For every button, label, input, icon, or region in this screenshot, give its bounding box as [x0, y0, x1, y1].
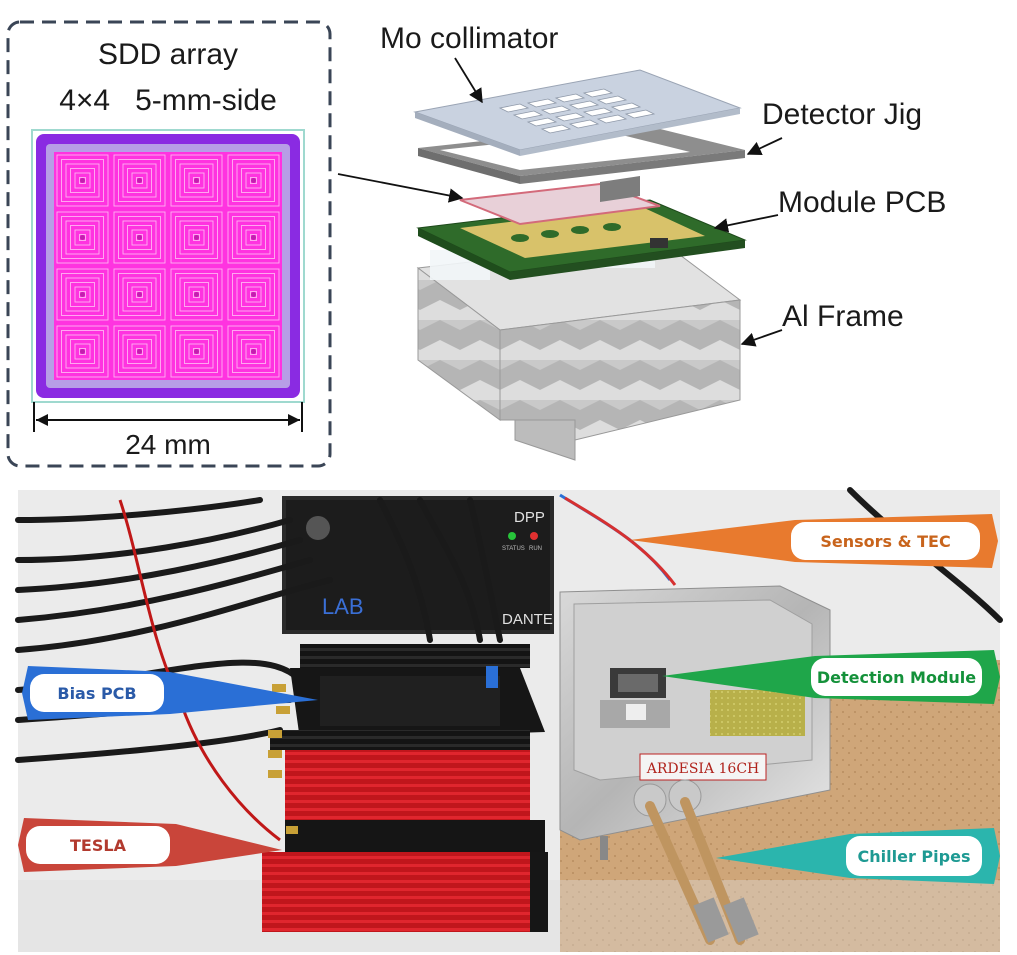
tesla-box	[262, 820, 548, 932]
detector-jig	[418, 124, 745, 202]
red-heatsink-upper	[285, 750, 530, 820]
callout-detection: Detection Module	[662, 650, 1000, 704]
callout-chiller: Chiller Pipes	[716, 828, 1000, 884]
callout-label-box	[26, 826, 170, 864]
collimator-hole	[540, 124, 572, 134]
label-al-frame: Al Frame	[782, 300, 904, 333]
rainbow-wire-2	[564, 496, 677, 586]
callout-sensors: Sensors & TEC	[630, 514, 998, 568]
callout-label-box	[30, 674, 164, 712]
dante-text: DANTE	[502, 611, 553, 628]
status-text: STATUS	[502, 546, 525, 552]
sdd-cell	[170, 325, 223, 378]
run-text: RUN	[529, 546, 542, 552]
sdd-cell	[56, 211, 109, 264]
chiller-pipes	[645, 797, 759, 945]
callout-label-box	[811, 658, 982, 696]
label-module-pcb: Module PCB	[778, 186, 946, 219]
sdd-cell	[170, 211, 223, 264]
ardesia-label: ARDESIA 16CH	[646, 761, 760, 777]
dante-dpp-box: DPP LAB DANTE STATUS RUN	[282, 496, 554, 634]
sdd-cell	[113, 325, 166, 378]
sdd-cell	[227, 211, 280, 264]
dashed-frame	[6, 20, 332, 468]
label-detector-jig: Detector Jig	[762, 98, 922, 131]
sdd-cell	[113, 268, 166, 321]
arrow-frame	[740, 329, 783, 347]
sma-connectors	[268, 684, 298, 834]
collimator-hole	[540, 105, 572, 115]
collimator-hole	[596, 95, 628, 105]
al-frame	[416, 238, 742, 461]
arrow-pcb	[713, 214, 779, 233]
collimator-hole	[512, 110, 544, 120]
bias-pcb-assembly	[270, 644, 545, 750]
collimator-hole	[596, 114, 628, 124]
collimator-hole	[610, 102, 642, 112]
collimator-holes	[498, 88, 656, 134]
sdd-cell	[113, 154, 166, 207]
lab-text: LAB	[322, 594, 364, 619]
collimator-hole	[526, 98, 558, 108]
sdd-cell	[56, 268, 109, 321]
dpp-text: DPP	[514, 509, 545, 526]
sdd-cell	[56, 325, 109, 378]
sdd-cell	[227, 154, 280, 207]
callout-label: Chiller Pipes	[858, 847, 971, 866]
callout-label-box	[846, 836, 982, 876]
mo-collimator	[413, 69, 742, 156]
dimension-arrow-right-head	[288, 414, 300, 426]
arrow-collimator	[454, 57, 483, 104]
callout-bias: Bias PCB	[22, 666, 318, 720]
collimator-hole	[554, 112, 586, 122]
arrow-jig	[746, 137, 783, 155]
sdd-cell	[56, 154, 109, 207]
dimension-arrow-left-head	[36, 414, 48, 426]
ardesia-box: ARDESIA 16CH	[559, 585, 831, 860]
collimator-hole	[568, 100, 600, 110]
module-pcb	[416, 199, 747, 280]
callout-label: Bias PCB	[57, 684, 136, 703]
sdd-title-line2: 4×4 5-mm-side	[59, 84, 277, 117]
collimator-hole	[568, 119, 600, 129]
exploded-view: Mo collimator Detector Jig Module PCB Al…	[337, 22, 946, 461]
sdd-array-panel: SDD array 4×4 5-mm-side 24 mm	[6, 20, 332, 468]
sdd-cell	[170, 268, 223, 321]
sdd-cell	[113, 211, 166, 264]
label-mo-collimator: Mo collimator	[380, 22, 558, 55]
collimator-hole	[624, 109, 656, 119]
callout-label: Detection Module	[817, 668, 976, 687]
sdd-cells	[56, 154, 280, 378]
sdd-cell	[227, 268, 280, 321]
arrow-chip-to-assembly	[337, 173, 464, 203]
ardesia-label-plate	[639, 753, 767, 781]
setup-photo: DPP LAB DANTE STATUS RUN	[15, 487, 1003, 952]
collimator-hole	[526, 117, 558, 127]
sdd-cell	[227, 325, 280, 378]
sdd-cell	[170, 154, 223, 207]
collimator-hole	[498, 103, 530, 113]
callout-label: Sensors & TEC	[820, 532, 950, 551]
collimator-hole	[554, 93, 586, 103]
callout-label-box	[791, 522, 980, 560]
sdd-title-line1: SDD array	[98, 38, 238, 71]
callout-label: TESLA	[70, 836, 127, 855]
chip-active-area	[54, 152, 282, 380]
collimator-hole	[582, 88, 614, 98]
collimator-hole	[582, 107, 614, 117]
callout-tesla: TESLA	[18, 818, 282, 872]
dimension-label: 24 mm	[125, 429, 211, 460]
